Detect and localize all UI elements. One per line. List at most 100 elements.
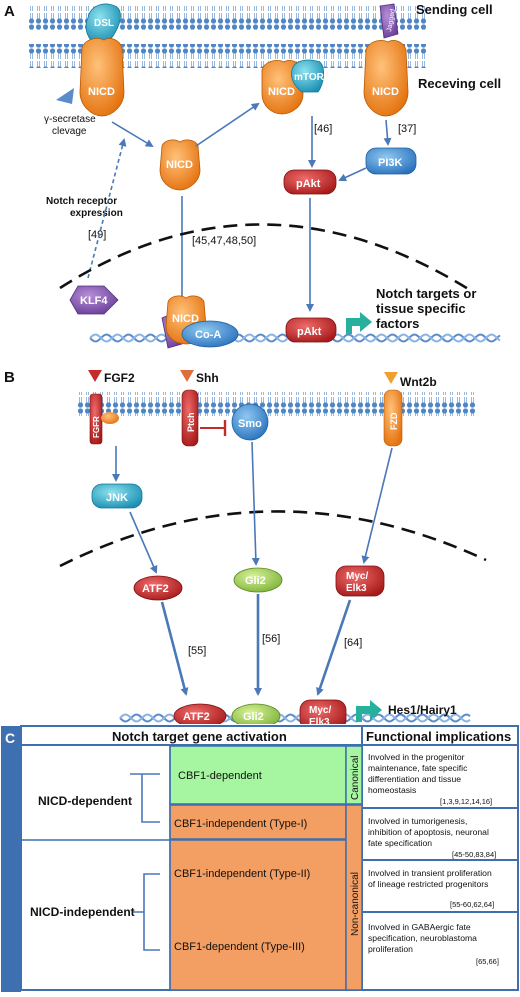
ref-56: [56] bbox=[262, 633, 280, 645]
svg-text:[55-60,62,64]: [55-60,62,64] bbox=[450, 900, 494, 909]
dsl-ligand: DSL bbox=[85, 3, 121, 43]
arrows-b bbox=[112, 441, 393, 574]
svg-text:of lineage restricted progenit: of lineage restricted progenitors bbox=[368, 879, 488, 889]
jnk-node: JNK bbox=[91, 483, 143, 509]
svg-text:Smo: Smo bbox=[238, 418, 262, 430]
type2-label: CBF1-independent (Type-II) bbox=[174, 868, 310, 880]
pakt-node-cytoplasm: pAkt bbox=[283, 169, 337, 195]
svg-text:JNK: JNK bbox=[106, 492, 128, 504]
svg-text:Gli2: Gli2 bbox=[243, 711, 264, 723]
ref-55: [55] bbox=[188, 645, 206, 657]
svg-text:ATF2: ATF2 bbox=[142, 583, 169, 595]
svg-text:proliferation: proliferation bbox=[368, 944, 413, 954]
nicd-free: NICD bbox=[159, 139, 201, 191]
arrows-a bbox=[87, 102, 392, 312]
svg-text:Elk3: Elk3 bbox=[309, 717, 330, 728]
fgf2-label: FGF2 bbox=[104, 371, 135, 385]
nicd-nuclear-complex: ? NICD Co-A bbox=[161, 295, 239, 349]
pakt-node-nucleus: pAkt bbox=[285, 317, 337, 343]
svg-text:[1,3,9,12,14,16]: [1,3,9,12,14,16] bbox=[440, 797, 492, 806]
svg-text:specification, neuroblastoma: specification, neuroblastoma bbox=[368, 933, 477, 943]
klf4-node: KLF4 bbox=[69, 285, 119, 315]
svg-text:PI3K: PI3K bbox=[378, 157, 403, 169]
noncanonical-label: Non-canonical bbox=[350, 872, 361, 936]
svg-text:DSL: DSL bbox=[94, 18, 114, 29]
svg-text:Involved in GABAergic fate: Involved in GABAergic fate bbox=[368, 922, 471, 932]
ptch-smo-inhibition bbox=[200, 420, 227, 436]
svg-text:NICD: NICD bbox=[166, 159, 193, 171]
jagged-ligand: Jagged bbox=[379, 3, 399, 39]
atf2-node: ATF2 bbox=[133, 575, 183, 601]
atf2-dna-node: ATF2 bbox=[173, 703, 227, 729]
targets-line-1: Notch targets or bbox=[376, 286, 476, 301]
svg-text:Involved in tumorigenesis,: Involved in tumorigenesis, bbox=[368, 816, 467, 826]
smo-node: Smo bbox=[231, 403, 269, 441]
svg-text:differentiation and tissue: differentiation and tissue bbox=[368, 774, 461, 784]
svg-text:Involved in transient prolifer: Involved in transient proliferation bbox=[368, 868, 492, 878]
notch-expr-label-2: expression bbox=[70, 208, 123, 219]
svg-text:KLF4: KLF4 bbox=[80, 295, 108, 307]
ref-64: [64] bbox=[344, 637, 362, 649]
svg-text:Myc/: Myc/ bbox=[346, 571, 368, 582]
notch-receptor-left: NICD bbox=[79, 38, 125, 117]
transcription-arrow-b bbox=[348, 700, 382, 722]
svg-text:maintenance, fate specific: maintenance, fate specific bbox=[368, 763, 468, 773]
functional-row-1: Involved in the progenitor maintenance, … bbox=[368, 752, 492, 806]
svg-text:NICD: NICD bbox=[172, 313, 199, 325]
gli2-dna-node: Gli2 bbox=[231, 703, 281, 729]
ptch-receptor: Ptch bbox=[181, 389, 199, 447]
nicd-independent-label: NICD-independent bbox=[30, 905, 135, 919]
gli2-node: Gli2 bbox=[233, 567, 283, 593]
svg-text:NICD: NICD bbox=[372, 86, 399, 98]
ref-45: [45,47,48,50] bbox=[192, 235, 256, 247]
svg-text:[65,66]: [65,66] bbox=[476, 957, 499, 966]
ref-37: [37] bbox=[398, 123, 416, 135]
svg-text:[45-50,83,84]: [45-50,83,84] bbox=[452, 850, 496, 859]
cbf1-dependent-label: CBF1-dependent bbox=[178, 770, 262, 782]
type1-label: CBF1-independent (Type-I) bbox=[174, 818, 307, 830]
svg-text:Gli2: Gli2 bbox=[245, 575, 266, 587]
type3-label: CBF1-dependent (Type-III) bbox=[174, 941, 305, 953]
svg-text:Elk3: Elk3 bbox=[346, 583, 367, 594]
svg-text:Jagged: Jagged bbox=[386, 8, 397, 32]
gamma-secretase-marker bbox=[56, 88, 74, 104]
targets-line-2: tissue specific bbox=[376, 301, 466, 316]
canonical-label: Canonical bbox=[350, 756, 361, 800]
svg-text:pAkt: pAkt bbox=[296, 178, 321, 190]
functional-row-2: Involved in tumorigenesis, inhibition of… bbox=[368, 816, 496, 859]
svg-text:ATF2: ATF2 bbox=[183, 711, 210, 723]
wnt2b-ligand-icon bbox=[384, 372, 398, 384]
notch-receptor-right: NICD bbox=[363, 40, 409, 117]
svg-text:Involved in the progenitor: Involved in the progenitor bbox=[368, 752, 465, 762]
svg-text:mTOR: mTOR bbox=[294, 72, 325, 83]
membrane-b bbox=[76, 392, 476, 416]
arrows-b-thick bbox=[160, 594, 352, 696]
hes-label: Hes1/Hairy1 bbox=[388, 703, 457, 717]
svg-text:fate specification: fate specification bbox=[368, 838, 432, 848]
functional-row-3: Involved in transient proliferation of l… bbox=[368, 868, 494, 909]
panel-b-label: B bbox=[4, 369, 15, 386]
targets-line-3: factors bbox=[376, 316, 419, 331]
wnt2b-label: Wnt2b bbox=[400, 375, 437, 389]
nicd-mtor-complex: NICD mTOR bbox=[261, 59, 325, 115]
svg-text:inhibition of apoptosis, neuro: inhibition of apoptosis, neuronal bbox=[368, 827, 489, 837]
panel-c-label: C bbox=[5, 730, 15, 746]
fzd-receptor: FZD bbox=[383, 389, 403, 447]
notch-expr-label-1: Notch receptor bbox=[46, 196, 117, 207]
fgfr-receptor: FGFR bbox=[89, 393, 119, 445]
svg-text:FZD: FZD bbox=[389, 412, 399, 430]
gamma-secretase-label: γ-secretase bbox=[44, 114, 96, 125]
receiving-cell-label: Receving cell bbox=[418, 76, 501, 91]
myc-elk3-node: Myc/ Elk3 bbox=[335, 565, 385, 597]
svg-text:Co-A: Co-A bbox=[195, 329, 221, 341]
transcription-arrow-a bbox=[338, 312, 372, 334]
svg-text:NICD: NICD bbox=[268, 86, 295, 98]
ref-49: [49] bbox=[88, 229, 106, 241]
pi3k-node: PI3K bbox=[365, 147, 417, 175]
shh-ligand-icon bbox=[180, 370, 194, 382]
ref-46: [46] bbox=[314, 123, 332, 135]
nicd-dependent-label: NICD-dependent bbox=[38, 794, 132, 808]
shh-label: Shh bbox=[196, 371, 219, 385]
nucleus-border-a bbox=[59, 223, 471, 292]
